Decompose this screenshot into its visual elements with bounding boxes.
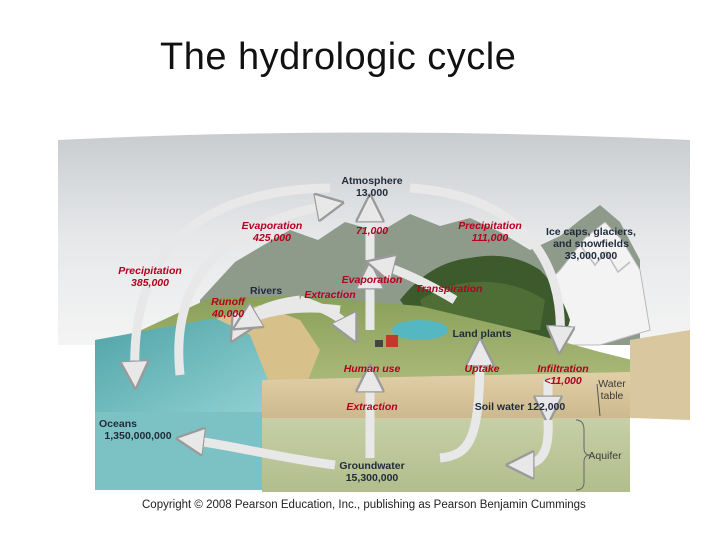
label-ice-caps-1: Ice caps, glaciers, [546, 226, 636, 238]
arrow-groundwater-ocean [190, 440, 336, 470]
label-precipitation-ocean: Precipitation [118, 265, 182, 277]
label-ice-caps-2: and snowfields [553, 238, 629, 250]
label-infiltration: Infiltration [537, 363, 588, 375]
arrow-precipitation-ocean [135, 183, 331, 375]
label-water-table-2: table [601, 390, 624, 402]
label-soil-water: Soil water 122,000 [475, 401, 566, 413]
labels: Atmosphere 13,000 Evaporation 425,000 71… [99, 175, 636, 484]
block-right-side [630, 330, 690, 420]
arrow-uptake [439, 352, 480, 463]
label-atmosphere-value: 13,000 [356, 187, 388, 199]
arrow-evaporation-ocean [174, 205, 330, 376]
label-extraction-surface: Extraction [304, 289, 355, 301]
label-atmosphere: Atmosphere [341, 175, 402, 187]
label-evaporation-land: Evaporation [342, 274, 403, 286]
label-atm-to-land: 71,000 [356, 225, 388, 237]
label-groundwater-value: 15,300,000 [346, 472, 399, 484]
label-precipitation-land: Precipitation [458, 220, 522, 232]
label-aquifer: Aquifer [588, 450, 622, 462]
label-infiltration-value: <11,000 [544, 375, 582, 387]
arrow-transpiration [380, 265, 458, 304]
label-oceans: Oceans [99, 418, 137, 430]
label-extraction-ground: Extraction [346, 401, 397, 413]
label-ice-caps-value: 33,000,000 [565, 250, 618, 262]
human-use-building [386, 335, 398, 347]
label-water-table-1: Water [598, 378, 626, 390]
label-runoff: Runoff [211, 296, 246, 308]
arrow-infiltration-groundwater [520, 419, 553, 465]
label-rivers: Rivers [250, 285, 282, 297]
aquifer-bracket [575, 419, 591, 491]
label-land-plants: Land plants [453, 328, 512, 340]
arrow-precipitation-land [409, 183, 560, 340]
flow-arrows [135, 183, 561, 470]
label-uptake: Uptake [464, 363, 499, 375]
copyright-notice: Copyright © 2008 Pearson Education, Inc.… [142, 499, 586, 511]
label-evaporation-ocean-value: 425,000 [252, 232, 291, 244]
label-oceans-value: 1,350,000,000 [104, 430, 171, 442]
label-human-use: Human use [344, 363, 401, 375]
slide-title: The hydrologic cycle [160, 36, 517, 78]
arrow-extraction-surface [298, 295, 350, 330]
label-precipitation-land-value: 111,000 [472, 232, 509, 244]
label-groundwater: Groundwater [339, 460, 404, 472]
label-transpiration: Transpiration [416, 283, 483, 295]
lake [392, 320, 448, 340]
label-evaporation-ocean: Evaporation [242, 220, 303, 232]
label-precipitation-ocean-value: 385,000 [131, 277, 169, 289]
label-runoff-value: 40,000 [211, 308, 244, 320]
